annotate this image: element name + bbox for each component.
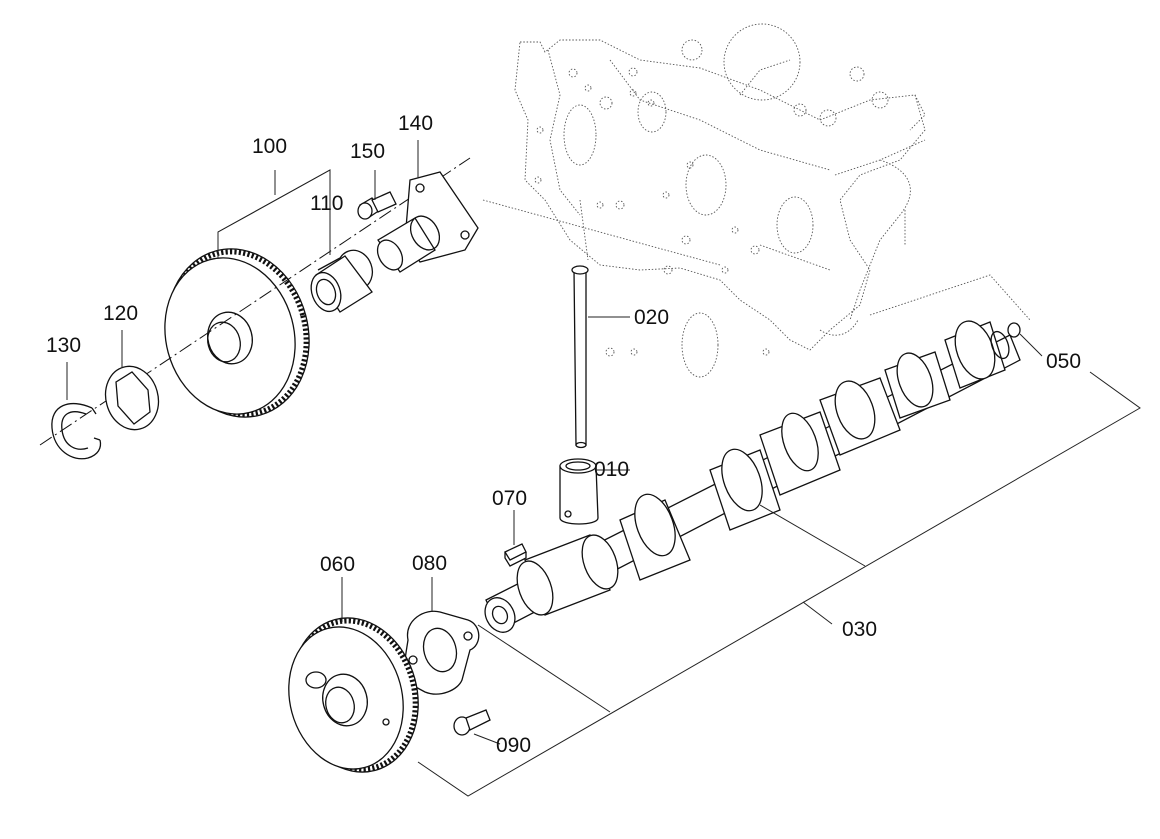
idle-gear-shaft bbox=[376, 171, 479, 273]
part-labels: 010 020 030 050 060 070 080 090 100 110 … bbox=[46, 112, 1081, 757]
leader-lines bbox=[66, 140, 1141, 797]
label-130: 130 bbox=[46, 334, 81, 357]
cam-gear bbox=[288, 617, 419, 773]
label-120: 120 bbox=[103, 302, 138, 325]
engine-block bbox=[482, 23, 1031, 378]
label-060: 060 bbox=[320, 553, 355, 576]
woodruff-key bbox=[504, 543, 527, 567]
label-140: 140 bbox=[398, 112, 433, 135]
label-110: 110 bbox=[310, 192, 343, 215]
label-070: 070 bbox=[492, 487, 527, 510]
label-150: 150 bbox=[350, 140, 385, 163]
tappet bbox=[559, 458, 599, 525]
thrust-plate-bolt bbox=[453, 709, 491, 736]
idle-gear-bolt bbox=[357, 191, 397, 220]
label-080: 080 bbox=[412, 552, 447, 575]
thrust-washer bbox=[104, 365, 160, 431]
cam-end-plug bbox=[1007, 322, 1021, 338]
circlip bbox=[51, 402, 102, 460]
label-020: 020 bbox=[634, 306, 669, 329]
label-010: 010 bbox=[594, 458, 629, 481]
idle-gear-axis bbox=[39, 157, 471, 446]
idle-gear bbox=[164, 248, 310, 418]
label-090: 090 bbox=[496, 734, 531, 757]
label-030: 030 bbox=[842, 618, 877, 641]
idle-gear-bushing bbox=[310, 249, 374, 313]
label-050: 050 bbox=[1046, 350, 1081, 373]
push-rod bbox=[571, 265, 589, 449]
camshaft bbox=[484, 320, 1021, 633]
label-100: 100 bbox=[252, 135, 287, 158]
